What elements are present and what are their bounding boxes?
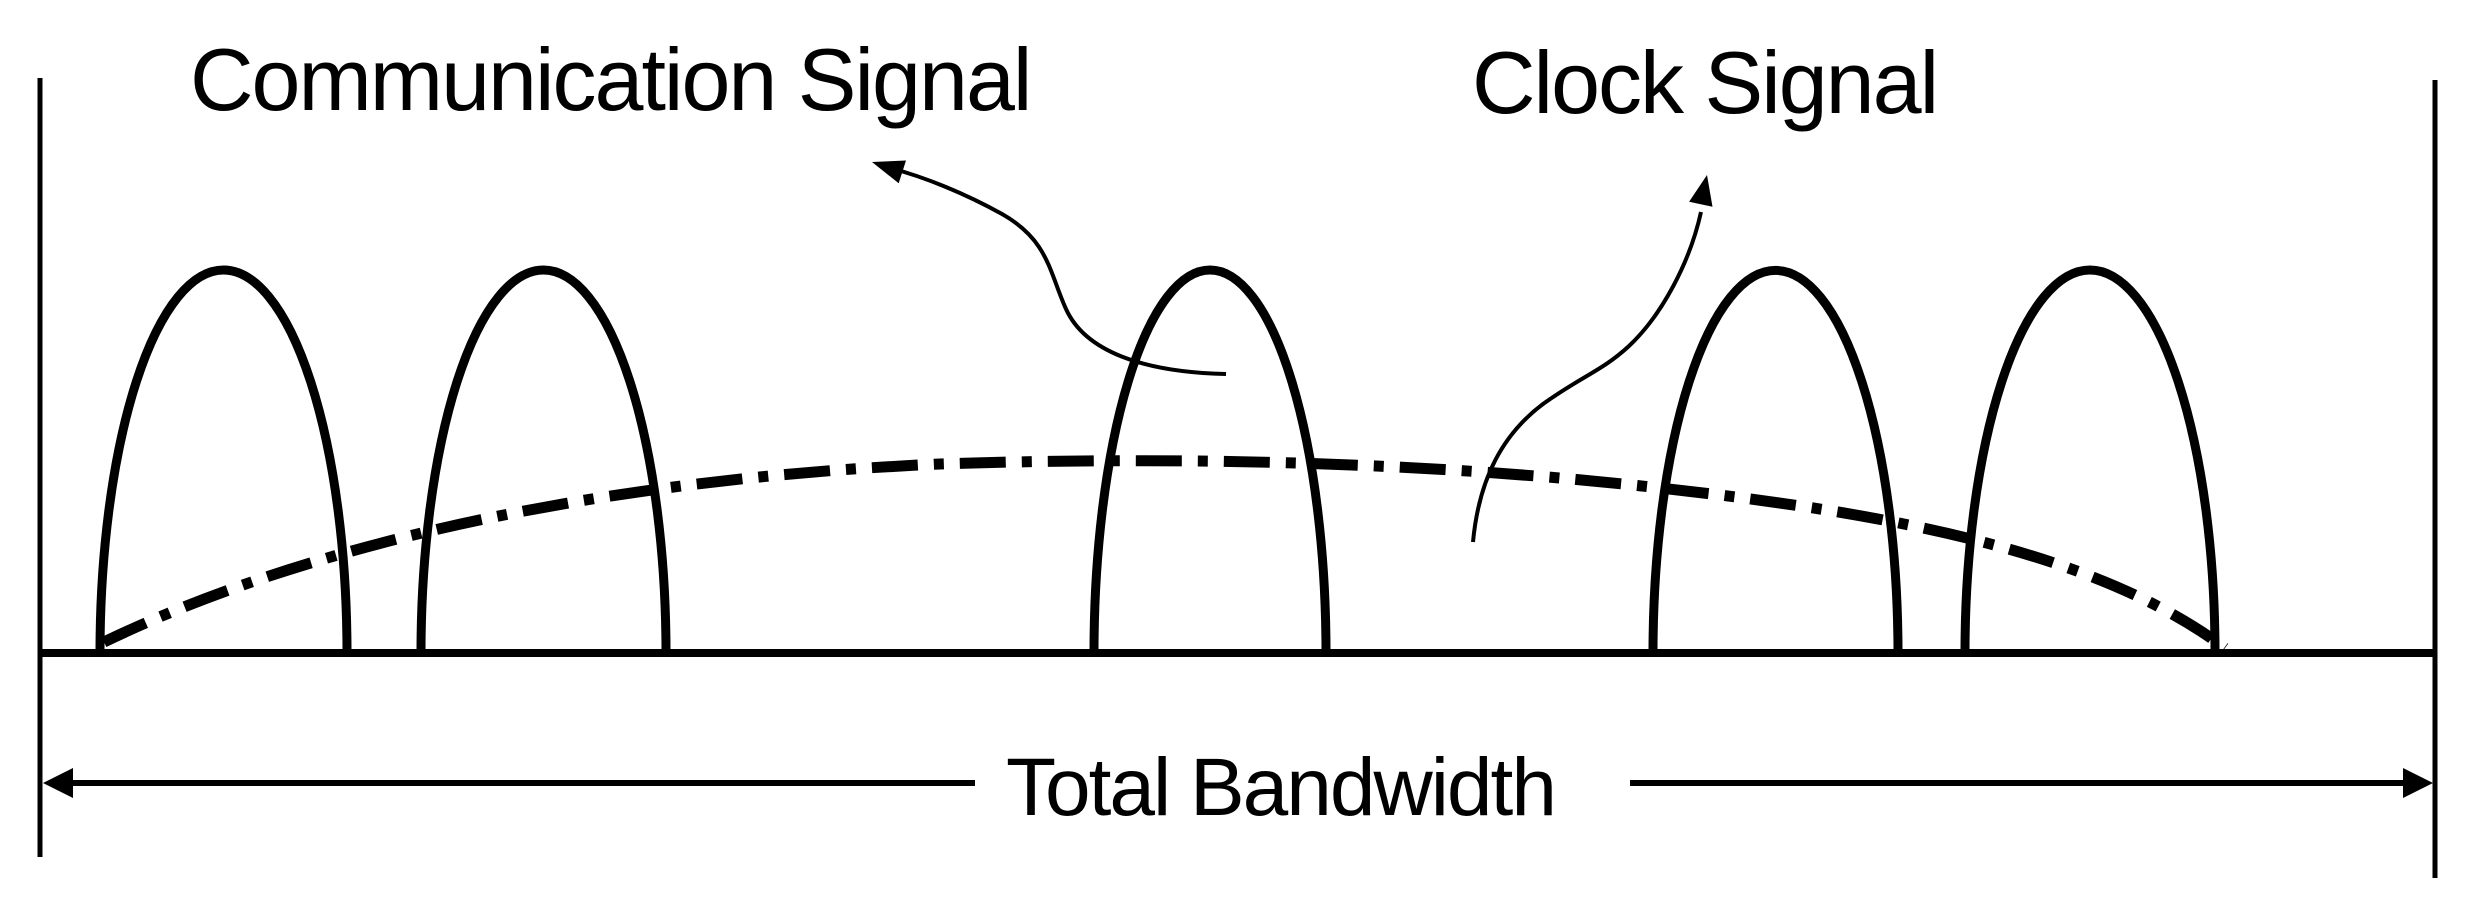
communication-signal-arrow-curve	[889, 166, 1227, 376]
clock-spectrum-curve	[101, 455, 2229, 653]
signal-lobe	[95, 265, 352, 654]
total-bandwidth-left-arrowhead-icon	[43, 768, 73, 798]
signal-lobes	[95, 265, 2220, 654]
signal-lobe	[1960, 265, 2220, 654]
clock-signal-label: Clock Signal	[1472, 33, 1939, 132]
clock-signal-arrow-curve	[1471, 211, 1703, 543]
signal-lobe	[416, 265, 671, 654]
total-bandwidth-right-arrowhead-icon	[2403, 768, 2433, 798]
communication-signal-label: Communication Signal	[190, 30, 1032, 129]
total-bandwidth-label: Total Bandwidth	[1006, 742, 1557, 833]
signal-lobe	[1648, 265, 1903, 654]
signal-lobe	[1089, 265, 1331, 654]
communication-signal-arrowhead-icon	[872, 160, 906, 184]
total-bandwidth-arrow	[43, 768, 2433, 798]
clock-signal-arrowhead-icon	[1689, 175, 1713, 207]
